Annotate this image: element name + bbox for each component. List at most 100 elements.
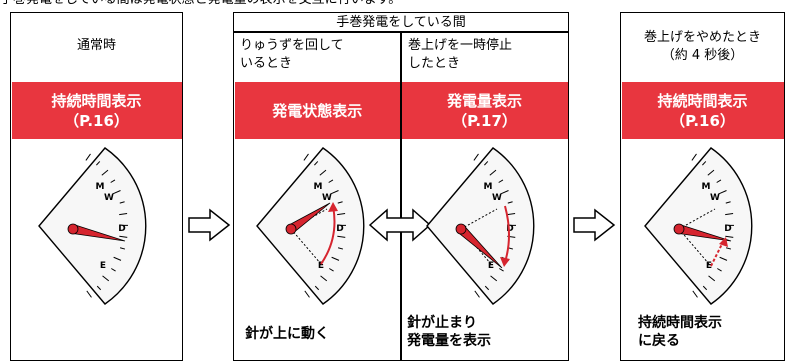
gauge-label-d: D [118, 224, 125, 234]
gauge-guide-lines [460, 208, 498, 265]
gauge-tick [717, 268, 722, 272]
gauge-tick [304, 290, 310, 298]
intro-text: 手巻発電をしている間は発電状態と発電量の表示を交互に行います。 [0, 0, 785, 9]
gauge-tick [337, 201, 343, 204]
gauge-body [38, 147, 147, 305]
gauge-tick [119, 247, 126, 250]
gauge-tick [96, 285, 102, 291]
gauge-label-m: M [314, 182, 323, 192]
winding-right-header-line1: 巻上げを一時停止 [408, 38, 513, 53]
gauge-label-m: M [96, 182, 105, 192]
gauge-tick [96, 161, 101, 166]
gauge-guide-line [460, 208, 498, 230]
panel-normal-header: 通常時 [76, 38, 116, 53]
gauge-label-m: M [702, 182, 711, 192]
gauge-label-e: E [706, 261, 712, 271]
winding-right-header-line2: したとき [408, 56, 461, 71]
gauge-tick [725, 247, 732, 250]
winding-left-header-line1: りゅうずを回して [240, 38, 344, 53]
gauge-tick [691, 153, 697, 161]
winding-right-page-ref: （P.17） [452, 111, 517, 130]
winding-right-caption-line2: 発電量を表示 [407, 333, 491, 349]
gauge-label-w: W [104, 193, 114, 203]
gauge-tick [708, 275, 716, 282]
gauge-body [256, 147, 365, 305]
gauge-tick [337, 235, 346, 238]
gauge-tick [101, 169, 109, 176]
gauge-tick [314, 285, 320, 291]
gauge-tick [119, 235, 128, 238]
winding-left-title-bar: 発電状態表示 [234, 82, 400, 139]
gauge-label-d: D [724, 224, 731, 234]
gauge-tick [337, 247, 344, 250]
winding-right-title: 発電量表示 [446, 91, 522, 110]
gauge-label-e: E [318, 261, 324, 271]
gauge-tick [112, 190, 121, 195]
gauge-ticks [85, 153, 129, 298]
gauge-tick [702, 161, 707, 166]
winding-left-header-line2: いるとき [240, 56, 293, 71]
winding-left-caption: 針が上に動く [245, 326, 329, 342]
gauge-normal: MW D E [38, 147, 147, 305]
gauge-tick [320, 275, 328, 282]
gauge-tick [507, 201, 513, 204]
panel-winding-header: 手巻発電をしている間 [336, 15, 466, 30]
gauge-label-d: D [336, 224, 343, 234]
gauge-tick [331, 256, 340, 261]
gauge-label-w: W [322, 193, 332, 203]
gauge-tick [86, 290, 92, 298]
gauge-needle-hub [67, 223, 79, 235]
gauge-tick [500, 190, 509, 195]
gauge-motion-arrowhead [328, 202, 338, 212]
gauge-tick [319, 169, 327, 176]
double-arrow-icon [368, 208, 432, 242]
gauge-ticks [303, 153, 347, 298]
gauge-tick [718, 190, 727, 195]
gauge-tick [489, 169, 497, 176]
gauge-tick [716, 179, 722, 183]
gauge-tick [702, 285, 708, 291]
gauge-tick [102, 275, 110, 282]
gauge-tick [303, 153, 309, 161]
gauge-tick [85, 153, 91, 161]
gauge-label-d: D [506, 224, 513, 234]
panel-stopped-title-bar: 持続時間表示 （P.16） [621, 82, 784, 139]
gauge-label-e: E [488, 261, 494, 271]
panel-normal-title-bar: 持続時間表示 （P.16） [11, 82, 182, 139]
gauge-tick [474, 290, 480, 298]
gauge-tick [707, 169, 715, 176]
gauge-tick [473, 153, 479, 161]
gauge-motion-arrowhead [500, 257, 510, 267]
gauge-label-e: E [100, 261, 106, 271]
gauge-tick [330, 190, 339, 195]
gauge-tick [113, 256, 122, 261]
gauge-tick [490, 275, 498, 282]
panel-winding-divider-v [400, 31, 402, 361]
panel-stopped-header-line1: 巻上げをやめたとき [643, 30, 761, 45]
gauge-needle-hub [673, 223, 685, 235]
gauge-guide-lines [678, 208, 716, 265]
gauge-needle-hub [285, 223, 297, 235]
gauge-tick [484, 161, 489, 166]
gauge-generation-state: MW D E [256, 147, 365, 305]
gauge-tick [498, 179, 504, 183]
winding-right-title-bar: 発電量表示 （P.17） [401, 82, 568, 139]
panel-normal-page-ref: （P.16） [64, 111, 129, 130]
panel-stopped-header-line2: （約 4 秒後） [661, 48, 744, 63]
right-arrow-icon [573, 208, 616, 242]
gauge-label-w: W [710, 193, 720, 203]
gauge-tick [314, 161, 319, 166]
right-arrow-icon [188, 208, 231, 242]
gauge-tick [692, 290, 698, 298]
gauge-body [426, 147, 535, 305]
gauge-motion-arrow [504, 205, 510, 263]
gauge-tick [499, 268, 504, 272]
gauge-tick [119, 201, 125, 204]
panel-stopped-caption-line1: 持続時間表示 [638, 315, 722, 331]
gauge-tick [337, 212, 346, 216]
gauge-tick [719, 256, 728, 261]
gauge-tick [110, 179, 116, 183]
gauge-motion-arrowhead [719, 237, 728, 247]
gauge-ticks [691, 153, 735, 298]
